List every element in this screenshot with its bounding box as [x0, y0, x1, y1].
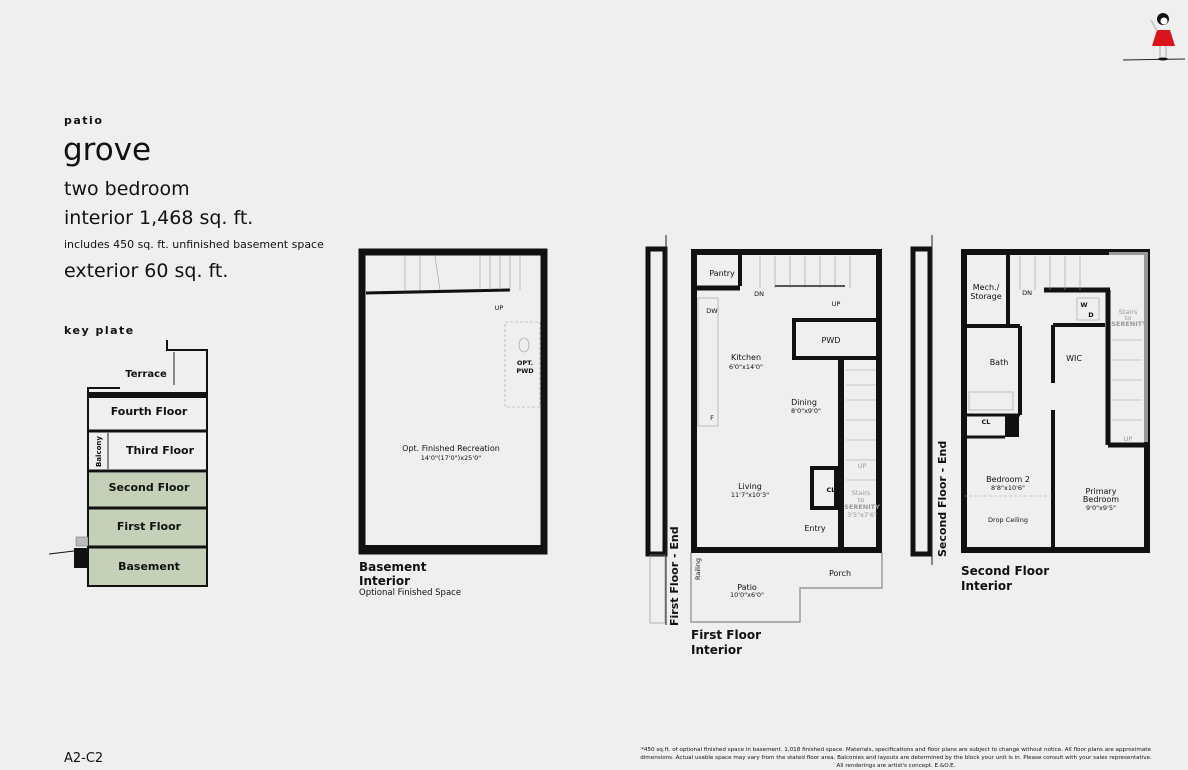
key-plate-second-floor: Second Floor: [108, 481, 190, 494]
second-floor-dn-label: DN: [1022, 289, 1032, 297]
basement-room-dimensions: 14'0"(17'0")x25'0": [420, 454, 482, 462]
pantry-label: Pantry: [709, 269, 735, 278]
first-floor-plan: [645, 235, 883, 625]
key-plate-basement: Basement: [118, 560, 180, 573]
second-stairs-label-3: SERENITY: [1111, 320, 1147, 328]
dining-label: Dining: [791, 398, 817, 407]
exterior-area: exterior 60 sq. ft.: [64, 260, 229, 282]
stairs-dimensions: 3'5"x7'6": [847, 511, 877, 519]
second-floor-caption: Second Floor: [961, 564, 1050, 578]
interior-area: interior 1,468 sq. ft.: [64, 207, 254, 229]
key-plate-third-floor: Third Floor: [125, 444, 195, 457]
first-floor-caption-2: Interior: [691, 643, 743, 657]
mech-storage-label-2: Storage: [970, 292, 1002, 301]
disclaimer-line-3: All renderings are artist's concept. E.&…: [836, 763, 956, 769]
dishwasher-label: DW: [706, 307, 718, 315]
basement-plan: [358, 248, 548, 555]
model-name: grove: [63, 132, 152, 168]
stairs-label-2: to: [857, 496, 865, 504]
second-floor-closet-label: CL: [981, 418, 991, 426]
stairs-up-label: UP: [857, 462, 867, 470]
key-plate-terrace: Terrace: [125, 369, 167, 380]
drop-ceiling-label: Drop Ceiling: [988, 516, 1028, 524]
entry-label: Entry: [804, 524, 826, 533]
living-dimensions: 11'7"x10'3": [730, 491, 770, 499]
basement-caption-2: Interior: [359, 574, 411, 588]
fridge-label: F: [710, 414, 714, 422]
first-floor-pwd-label: PWD: [821, 336, 841, 345]
key-plate-title: key plate: [64, 324, 135, 337]
primary-bedroom-label: Primary: [1085, 487, 1117, 496]
basement-opt-pwd-label: OPT.: [516, 359, 534, 367]
basement-caption-3: Optional Finished Space: [359, 588, 462, 598]
porch-label: Porch: [828, 569, 852, 578]
primary-bedroom-label-2: Bedroom: [1082, 495, 1120, 504]
bedrooms-label: two bedroom: [64, 178, 190, 200]
mech-storage-label: Mech./: [972, 283, 1000, 292]
patio-label: Patio: [737, 583, 757, 592]
stairs-label-3: SERENITY: [844, 503, 880, 511]
category-label: patio: [64, 114, 104, 127]
primary-bedroom-dimensions: 9'0"x9'5": [1086, 504, 1116, 512]
basement-note: includes 450 sq. ft. unfinished basement…: [64, 238, 324, 251]
dining-dimensions: 8'0"x9'0": [791, 407, 821, 415]
kitchen-label: Kitchen: [730, 353, 762, 362]
basement-up-label: UP: [494, 304, 504, 312]
basement-room-label: Opt. Finished Recreation: [402, 444, 500, 453]
second-floor-end-label: Second Floor - End: [936, 440, 949, 557]
plan-code: A2-C2: [64, 751, 104, 766]
kitchen-dimensions: 6'0"x14'0": [728, 363, 764, 371]
dryer-label: D: [1088, 311, 1094, 319]
second-stairs-label-1: Stairs: [1118, 308, 1138, 316]
first-floor-up-label: UP: [831, 300, 841, 308]
basement-opt-pwd-label-2: PWD: [516, 367, 534, 375]
disclaimer-line-1: *450 sq.ft. of optional finished space i…: [641, 747, 1151, 753]
disclaimer-line-2: dimensions. Actual usable space may vary…: [640, 755, 1152, 761]
second-stairs-label-2: to: [1124, 314, 1132, 322]
basement-caption: Basement: [359, 560, 427, 574]
key-plate-first-floor: First Floor: [116, 520, 182, 533]
first-floor-end-label: First Floor - End: [668, 526, 681, 626]
first-floor-dn-label: DN: [754, 290, 764, 298]
key-plate-fourth-floor: Fourth Floor: [110, 405, 188, 418]
patio-dimensions: 10'0"x6'0": [729, 591, 765, 599]
wic-label: WIC: [1066, 354, 1082, 363]
stairs-label-1: Stairs: [851, 489, 871, 497]
living-label: Living: [738, 482, 762, 491]
railing-label: Railing: [694, 557, 702, 580]
bath-label: Bath: [989, 358, 1009, 367]
bedroom2-label: Bedroom 2: [986, 475, 1030, 484]
bedroom2-dimensions: 8'8"x10'6": [990, 484, 1026, 492]
first-floor-closet-label: CL: [826, 486, 836, 494]
washer-label: W: [1080, 301, 1088, 309]
second-floor-caption-2: Interior: [961, 579, 1013, 593]
second-floor-plan: [910, 235, 1150, 565]
first-floor-caption: First Floor: [691, 628, 762, 642]
second-stairs-up-label: UP: [1123, 435, 1133, 443]
